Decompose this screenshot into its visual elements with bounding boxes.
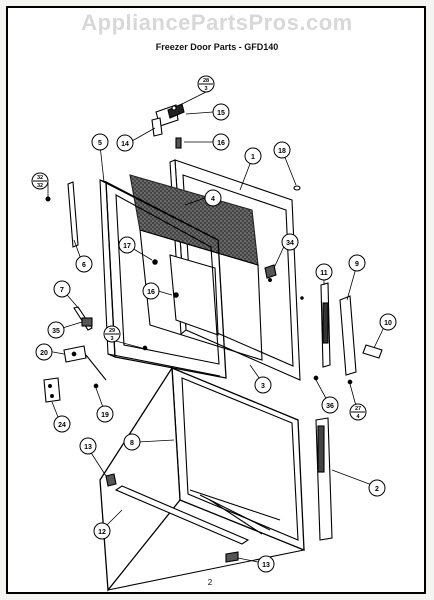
svg-text:28: 28 (203, 78, 209, 84)
callout-24: 24 (53, 415, 71, 433)
callout-10: 10 (379, 313, 397, 331)
door-handle (320, 282, 357, 376)
callout-32-32: 32 32 (31, 172, 49, 190)
top-hinge-bracket (151, 103, 185, 137)
door-insulation (129, 174, 263, 361)
callout-14: 14 (116, 134, 134, 152)
callout-11: 11 (315, 263, 333, 281)
svg-text:10: 10 (384, 320, 392, 327)
svg-text:18: 18 (278, 148, 286, 155)
screw-17 (152, 259, 158, 265)
watermark: AppliancePartsPros.com (81, 10, 353, 35)
svg-text:27: 27 (355, 406, 361, 412)
callout-20: 20 (35, 343, 53, 361)
svg-text:14: 14 (121, 141, 129, 148)
svg-text:12: 12 (98, 529, 106, 536)
callout-36: 36 (321, 396, 339, 414)
screw-19 (93, 383, 99, 389)
callout-6: 6 (75, 255, 93, 273)
callout-8: 8 (123, 433, 141, 451)
svg-text:2: 2 (375, 486, 379, 493)
svg-text:34: 34 (286, 240, 294, 247)
kick-plate-bar (114, 485, 250, 545)
hinge-pin (175, 137, 182, 149)
callout-13-right: 13 (257, 555, 275, 573)
svg-text:6: 6 (82, 262, 86, 269)
screw-32 (45, 196, 51, 202)
screw-29 (142, 345, 148, 351)
bottom-clip-left (105, 473, 117, 487)
drawer-body (99, 365, 305, 592)
callout-18: 18 (273, 141, 291, 159)
callout-27-4: 27 4 (349, 403, 367, 421)
callout-1: 1 (244, 147, 262, 165)
svg-text:9: 9 (355, 261, 359, 268)
callout-35: 35 (47, 321, 65, 339)
svg-text:32: 32 (37, 183, 43, 189)
svg-text:4: 4 (356, 414, 360, 420)
door-clip (264, 264, 277, 279)
page-number: 2 (207, 578, 213, 587)
svg-text:16: 16 (217, 140, 225, 147)
svg-text:20: 20 (40, 350, 48, 357)
callout-9: 9 (348, 254, 366, 272)
svg-text:3: 3 (110, 336, 113, 342)
callout-12: 12 (93, 522, 111, 540)
callout-2: 2 (368, 479, 386, 497)
callout-15: 15 (212, 103, 230, 121)
screw-27 (347, 379, 353, 385)
svg-text:7: 7 (60, 287, 64, 294)
svg-text:29: 29 (109, 328, 115, 334)
svg-text:13: 13 (84, 444, 92, 451)
callout-5: 5 (91, 133, 109, 151)
gasket-strip-left (67, 181, 79, 248)
svg-text:3: 3 (261, 383, 265, 390)
svg-text:36: 36 (326, 403, 334, 410)
drawer-front-trim (315, 417, 333, 541)
callout-7: 7 (53, 280, 71, 298)
svg-text:5: 5 (98, 140, 102, 147)
callout-28-3: 28 3 (197, 75, 215, 93)
svg-text:3: 3 (204, 86, 207, 92)
lower-hinge-bracket (43, 377, 61, 403)
callout-34: 34 (281, 233, 299, 251)
bottom-clip-right (225, 551, 239, 563)
callout-29-3: 29 3 (103, 325, 121, 343)
callout-16-mid: 16 (142, 282, 160, 300)
callout-3: 3 (254, 376, 272, 394)
svg-text:16: 16 (147, 289, 155, 296)
lower-hinge (63, 345, 107, 381)
svg-text:17: 17 (123, 243, 131, 250)
callout-17: 17 (118, 236, 136, 254)
screw-36 (313, 375, 319, 381)
callout-16-top: 16 (212, 133, 230, 151)
hinge-block (81, 317, 93, 327)
svg-text:13: 13 (262, 562, 270, 569)
svg-text:1: 1 (251, 154, 255, 161)
screw-16 (173, 292, 179, 298)
svg-text:8: 8 (130, 440, 134, 447)
svg-text:32: 32 (37, 175, 43, 181)
hole-plug (293, 185, 301, 191)
svg-text:19: 19 (101, 412, 109, 419)
diagram-title: Freezer Door Parts - GFD140 (155, 42, 279, 52)
svg-text:4: 4 (211, 196, 215, 203)
svg-text:24: 24 (58, 422, 66, 429)
callout-4: 4 (204, 189, 222, 207)
handle-cap (362, 344, 383, 359)
callout-19: 19 (96, 405, 114, 423)
callout-13-left: 13 (79, 437, 97, 455)
svg-text:35: 35 (52, 328, 60, 335)
svg-text:11: 11 (320, 270, 328, 277)
svg-text:15: 15 (217, 110, 225, 117)
